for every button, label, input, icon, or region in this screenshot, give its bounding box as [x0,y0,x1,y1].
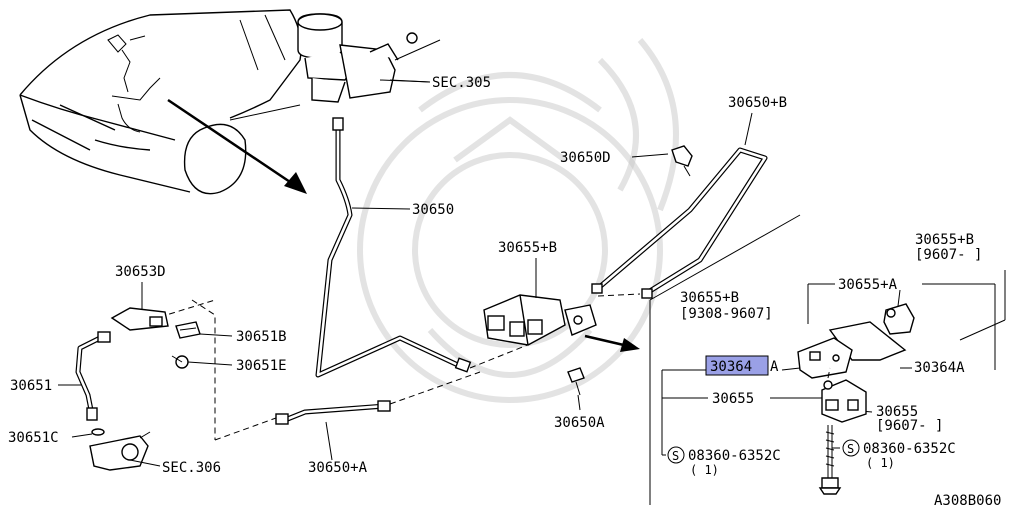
highlight-box [705,355,769,376]
diagram-code: A308B060 [934,493,1001,509]
bolt-callout-right: S 08360-6352C ( 1) [842,439,956,470]
bolt-symbol-left: S [672,449,679,463]
label-sec306: SEC.306 [162,460,221,476]
clip-30655a [883,289,915,335]
label-30364a: 30364A [914,360,965,376]
label-30651c: 30651C [8,430,59,446]
clutch-pipe-30650 [315,117,472,378]
washer-30651c [91,428,105,436]
master-cylinder [297,13,441,103]
arrow-to-detail [584,334,640,352]
label-30650a: 30650A [554,415,605,431]
label-30651b: 30651B [236,329,287,345]
bracket-30653d [110,307,169,331]
label-30650: 30650 [412,202,454,218]
label-bolt-left-qty: ( 1) [690,463,719,477]
connector-30655 [821,367,867,423]
label-range-9607-top: [9607- ] [915,247,982,263]
detail-panel-frame [649,214,801,505]
label-30655b-center: 30655+B [498,240,557,256]
label-bolt-right-qty: ( 1) [866,456,895,470]
bolt-symbol-right: S [847,442,854,456]
label-30364-highlight: 30364 [710,359,752,375]
arrow-car-to-pipe [167,98,307,194]
clutch-pipe-30650b [591,147,768,299]
bolt-30651e [171,355,189,369]
label-bolt-right: 08360-6352C [863,441,956,457]
highlighted-part-30364: 30364 A [705,355,779,376]
clip-30650d [671,145,693,177]
watermark-emblem [357,38,679,403]
bracket-30364a [797,321,907,379]
clip-30651b [175,321,201,339]
label-30651: 30651 [10,378,52,394]
label-30653d: 30653D [115,264,166,280]
clutch-pipe-30650a [275,400,391,425]
car-body-outline [19,9,302,195]
bolt-08360 [818,425,842,495]
slave-cylinder [89,431,151,471]
bolt-30650a [567,367,585,396]
label-range-9308: [9308-9607] [680,306,773,322]
label-30655b-right: 30655+B [915,232,974,248]
label-30650d: 30650D [560,150,611,166]
label-30651e: 30651E [236,358,287,374]
hose-30651 [75,331,111,421]
label-30364-highlight-suffix: A [770,359,779,375]
label-sec305: SEC.305 [432,75,491,91]
label-30650a-plus: 30650+A [308,460,368,476]
label-30650b: 30650+B [728,95,787,111]
label-30655-left: 30655 [712,391,754,407]
label-30655a: 30655+A [838,277,898,293]
label-30655b-left: 30655+B [680,290,739,306]
label-30655-right: 30655 [876,404,918,420]
bolt-callout-left: S 08360-6352C ( 1) [667,446,781,477]
label-bolt-left: 08360-6352C [688,448,781,464]
label-range-9607-bottom: [9607- ] [876,418,943,434]
connector-block-30655b [483,294,597,346]
